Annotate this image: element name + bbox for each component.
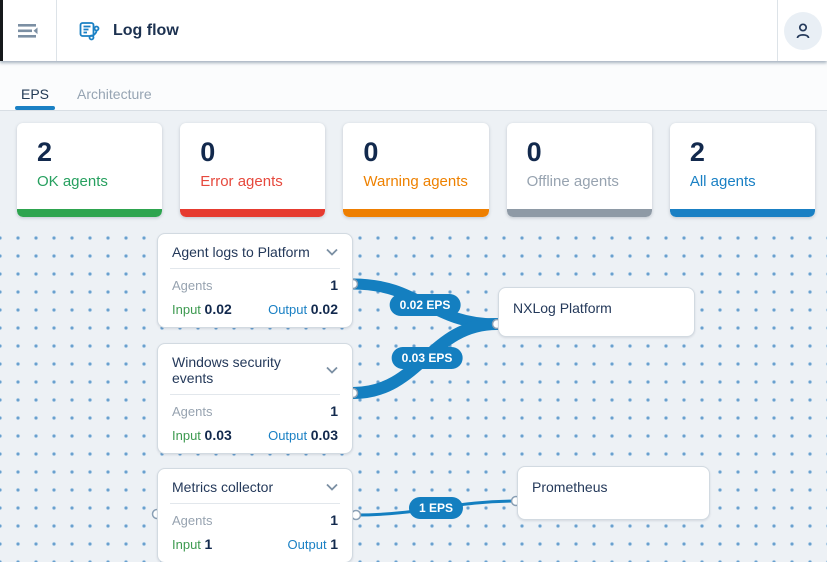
route-node-metrics-collector[interactable]: Metrics collector Agents 1 Input 1 Outpu… — [157, 468, 353, 562]
log-flow-canvas[interactable]: Agent logs to Platform Agents 1 Input 0.… — [0, 222, 827, 562]
log-flow-icon — [79, 20, 101, 42]
sidebar-edge — [0, 0, 3, 61]
stat-color-bar — [17, 209, 163, 217]
output-stat: Output 1 — [287, 536, 338, 552]
page-title: Log flow — [113, 21, 179, 39]
agents-count: 1 — [330, 277, 338, 293]
collapse-menu-button[interactable] — [0, 0, 57, 61]
input-stat: Input 0.03 — [172, 427, 232, 443]
route-title: Metrics collector — [172, 479, 274, 495]
agents-label: Agents — [172, 403, 213, 419]
output-stat: Output 0.02 — [268, 301, 338, 317]
stat-value: 0 — [363, 137, 379, 167]
stat-label: Error agents — [200, 173, 283, 191]
divider — [170, 268, 340, 269]
route-node-windows-security[interactable]: Windows security events Agents 1 Input 0… — [157, 343, 353, 454]
eps-badge: 0.02 EPS — [389, 294, 461, 316]
stat-color-bar — [669, 209, 816, 217]
eps-badge: 0.03 EPS — [391, 347, 463, 369]
tab-bar: EPS Architecture — [0, 61, 827, 111]
agent-stats-row: 2 OK agents 0 Error agents 0 Warning age… — [17, 123, 816, 217]
user-icon — [793, 21, 813, 41]
agents-count: 1 — [330, 512, 338, 528]
app-header: Log flow — [0, 0, 827, 61]
agents-label: Agents — [172, 512, 213, 528]
route-title: Windows security events — [172, 354, 281, 386]
target-title: NXLog Platform — [513, 300, 612, 316]
chevron-down-icon[interactable] — [324, 481, 340, 493]
tab-eps[interactable]: EPS — [14, 61, 56, 110]
chevron-down-icon[interactable] — [324, 246, 340, 258]
stat-color-bar — [506, 209, 652, 217]
input-stat: Input 1 — [172, 536, 213, 552]
agents-label: Agents — [172, 277, 213, 293]
stat-value: 2 — [37, 137, 53, 167]
tab-architecture[interactable]: Architecture — [77, 61, 152, 110]
target-node-prometheus[interactable]: Prometheus — [517, 466, 710, 520]
output-stat: Output 0.03 — [268, 427, 338, 443]
stat-label: OK agents — [37, 173, 108, 191]
stat-color-bar — [343, 209, 489, 217]
input-stat: Input 0.02 — [172, 301, 232, 317]
divider — [170, 503, 340, 504]
user-menu-button[interactable] — [783, 11, 822, 50]
target-node-nxlog-platform[interactable]: NXLog Platform — [498, 287, 695, 337]
agents-count: 1 — [330, 403, 338, 419]
menu-icon — [17, 22, 39, 40]
stat-card-error-agents[interactable]: 0 Error agents — [180, 123, 326, 217]
stat-label: All agents — [689, 173, 756, 191]
stat-card-all-agents[interactable]: 2 All agents — [669, 123, 816, 217]
stat-card-offline-agents[interactable]: 0 Offline agents — [506, 123, 652, 217]
target-title: Prometheus — [532, 479, 608, 495]
stat-label: Offline agents — [526, 173, 619, 191]
stat-card-ok-agents[interactable]: 2 OK agents — [17, 123, 163, 217]
stat-label: Warning agents — [363, 173, 468, 191]
route-node-agent-logs[interactable]: Agent logs to Platform Agents 1 Input 0.… — [157, 233, 353, 328]
stat-value: 0 — [526, 137, 542, 167]
divider — [170, 394, 340, 395]
stat-value: 2 — [689, 137, 705, 167]
route-title: Agent logs to Platform — [172, 244, 310, 260]
stat-value: 0 — [200, 137, 216, 167]
stat-color-bar — [180, 209, 326, 217]
stat-card-warning-agents[interactable]: 0 Warning agents — [343, 123, 489, 217]
eps-badge: 1 EPS — [408, 497, 464, 519]
chevron-down-icon[interactable] — [324, 364, 340, 376]
